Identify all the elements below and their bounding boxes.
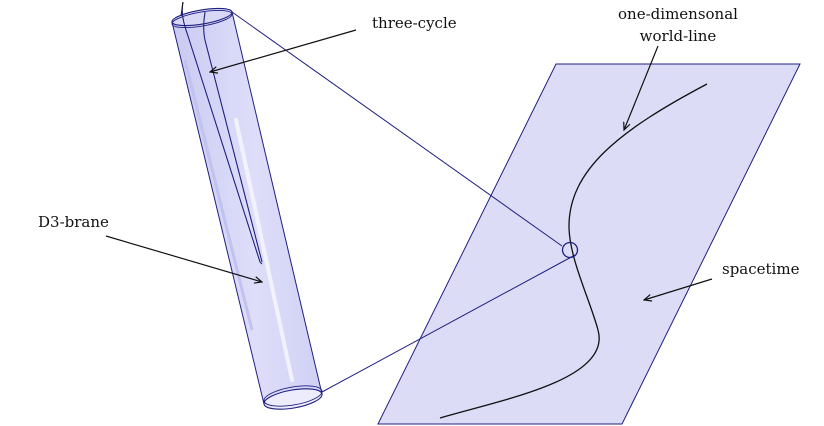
d3-brane-label: D3-brane [38,213,109,231]
projection-line-top [231,11,563,247]
cylinder-highlight [234,118,294,382]
world-line-label-line2: world-line [640,27,717,45]
d3-brane-arrow [105,235,262,282]
cylinder-bottom-cap [263,388,323,410]
spacetime-label: spacetime [722,260,800,278]
spacetime-plane [377,63,801,425]
cylinder-bottom-cap-rim [263,385,323,407]
world-line-arrow [624,45,659,130]
three-cycle-label: three-cycle [372,14,457,32]
d3-brane-cylinder [171,11,323,405]
world-line-label-line1: one-dimensonal [618,5,738,23]
projection-line-bottom [321,254,576,393]
spacetime-arrow [644,278,713,300]
three-cycle-arrow [210,29,357,72]
intersection-point [561,241,579,259]
world-line [439,83,708,419]
cylinder-shadow-stripe [183,59,254,331]
three-cycle-tick [180,1,184,17]
three-cycle-back-curve [203,11,263,263]
cylinder-top-cap [171,7,233,27]
